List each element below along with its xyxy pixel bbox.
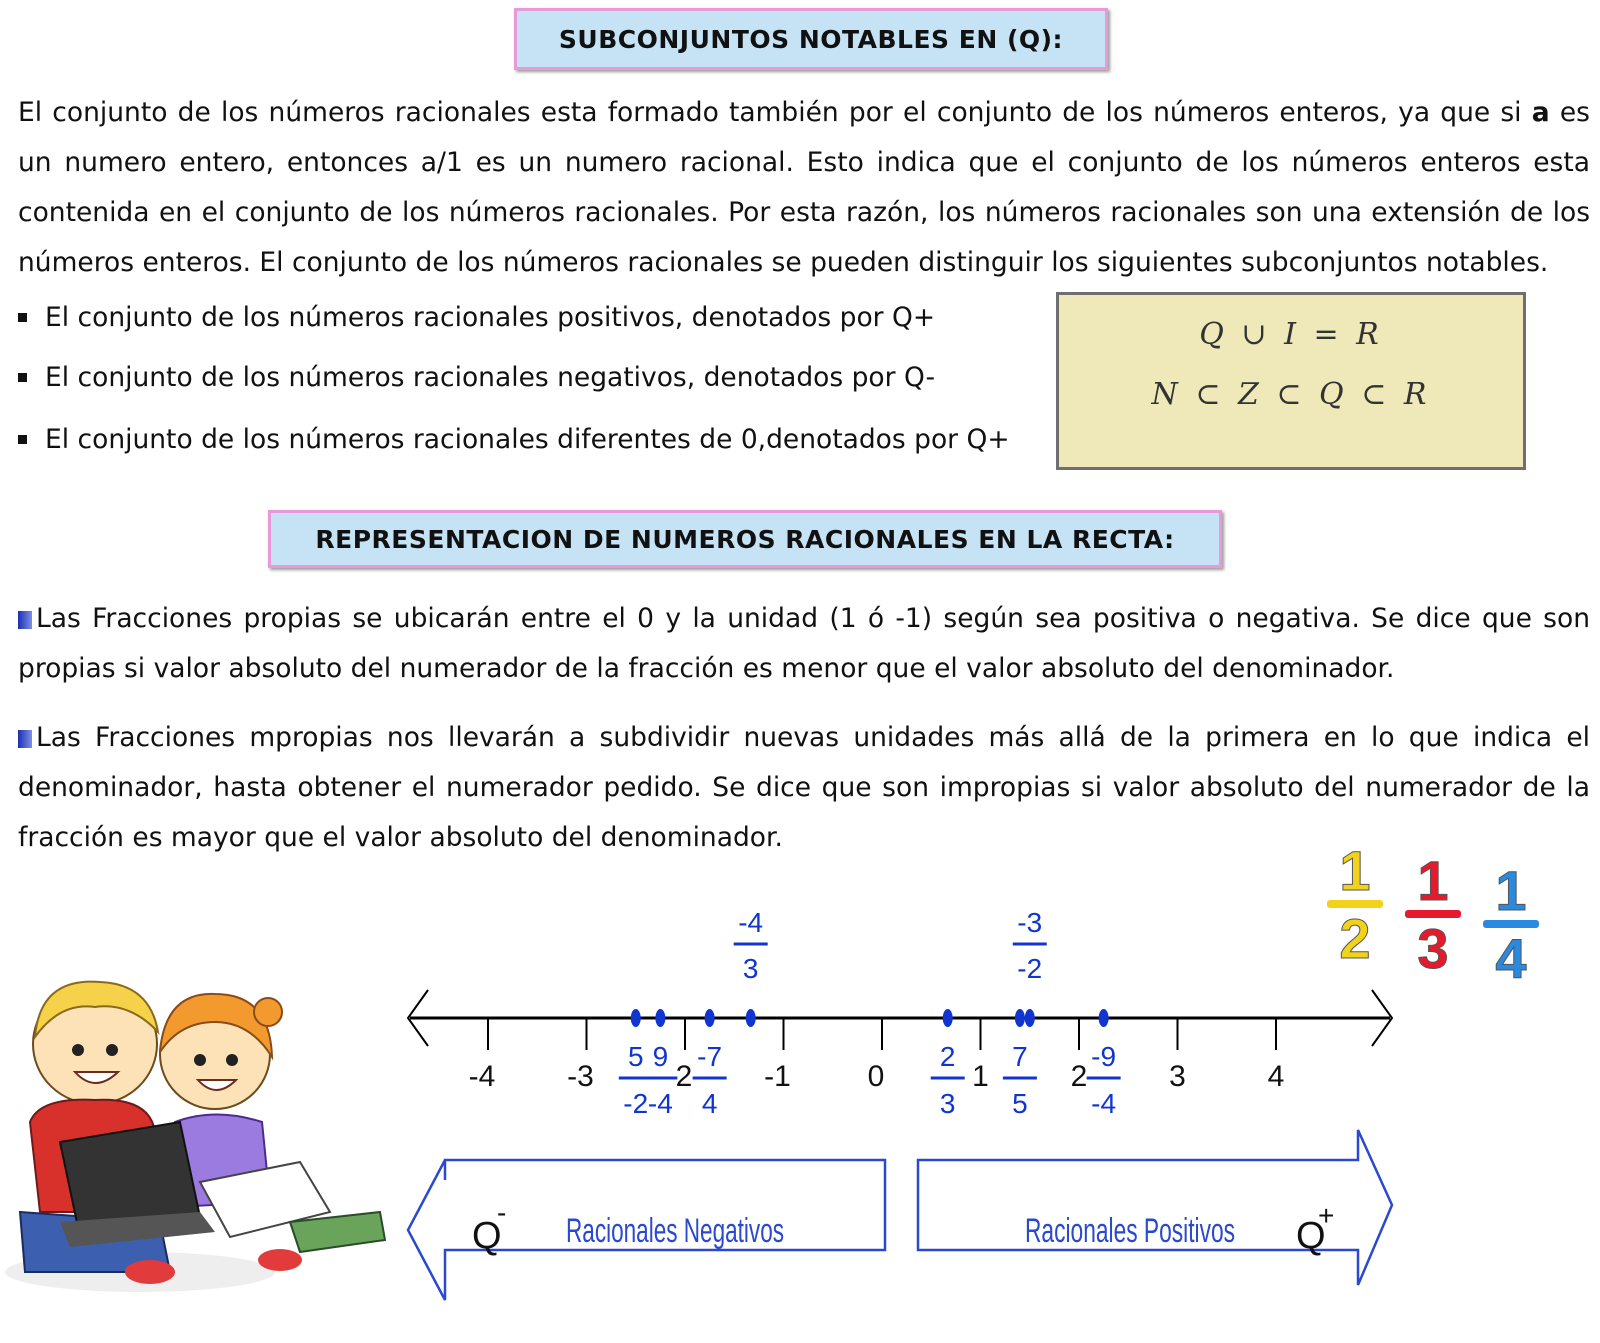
fraction-denominator: -4: [1091, 1088, 1116, 1119]
fraction-numerator: 9: [653, 1041, 669, 1072]
fraction-below: 75: [1002, 1009, 1037, 1119]
decor-numerator: 1: [1495, 859, 1526, 922]
section-title-subconjuntos: SUBCONJUNTOS NOTABLES EN (Q):: [514, 8, 1108, 70]
bullet-negative: El conjunto de los números racionales ne…: [18, 362, 935, 393]
improper-fractions-paragraph: Las Fracciones mpropias nos llevarán a s…: [18, 713, 1590, 863]
fraction-denominator: -4: [648, 1088, 673, 1119]
proper-fractions-paragraph: Las Fracciones propias se ubicarán entre…: [18, 594, 1590, 694]
bullet-positive: El conjunto de los números racionales po…: [18, 302, 935, 333]
intro-paragraph: El conjunto de los números racionales es…: [18, 88, 1590, 288]
decor-denominator: 2: [1339, 907, 1370, 970]
fraction-below: -9 -4: [1086, 1009, 1121, 1119]
fraction-denominator: 5: [1012, 1088, 1028, 1119]
formula-box: Q ∪ I = R N ⊂ Z ⊂ Q ⊂ R: [1056, 292, 1526, 470]
bullet-nonzero: El conjunto de los números racionales di…: [18, 424, 1010, 455]
fraction-numerator: -9: [1091, 1041, 1116, 1072]
tick-label: -3: [567, 1060, 594, 1093]
decor-denominator: 4: [1495, 927, 1526, 990]
fraction-point: [704, 1009, 715, 1027]
q-symbol-positive: Q: [1296, 1215, 1326, 1257]
children-laptop-illustration: [5, 980, 387, 1292]
intro-text-start: El conjunto de los números racionales es…: [18, 97, 1522, 128]
tick-label: 4: [1268, 1060, 1285, 1093]
blue-bullet-icon: [18, 730, 32, 748]
blue-bullet-icon: [18, 611, 32, 629]
fraction-below: 23: [930, 1009, 965, 1119]
fraction-point: [942, 1009, 953, 1027]
fraction-numerator: 2: [940, 1041, 956, 1072]
tick-label: -1: [764, 1060, 791, 1093]
fraction-numerator: 7: [1012, 1041, 1028, 1072]
fraction-point: [1014, 1009, 1025, 1027]
variable-a: a: [1531, 97, 1550, 128]
decor-fraction: 13: [1405, 849, 1461, 981]
negative-region-arrow: [406, 1158, 887, 1301]
decor-fraction: 14: [1483, 859, 1539, 991]
sign-positive: +: [1318, 1200, 1334, 1231]
decor-fraction: 12: [1327, 840, 1383, 971]
fraction-above: -43: [733, 907, 768, 1027]
bullet-square-icon: [18, 313, 27, 322]
fraction-numerator: -7: [697, 1041, 722, 1072]
fraction-point: [1024, 1009, 1035, 1027]
intro-text-end: es un numero entero, entonces a/1 es un …: [18, 97, 1590, 278]
tick-label: 2: [1071, 1060, 1088, 1093]
bullet-text: El conjunto de los números racionales ne…: [45, 362, 936, 393]
fraction-above: -3-2: [1012, 907, 1047, 1027]
decor-numerator: 1: [1417, 849, 1448, 912]
fraction-denominator: 4: [702, 1088, 718, 1119]
improper-fractions-text: Las Fracciones mpropias nos llevarán a s…: [18, 722, 1590, 853]
decor-denominator: 3: [1417, 917, 1448, 980]
proper-fractions-text: Las Fracciones propias se ubicarán entre…: [18, 603, 1590, 684]
axis-left-arrow-icon: [406, 989, 429, 1047]
fraction-numerator: 5: [628, 1041, 644, 1072]
bullet-text: El conjunto de los números racionales po…: [45, 302, 936, 333]
fraction-denominator: -2: [1017, 953, 1042, 984]
fraction-numerator: -3: [1017, 907, 1042, 938]
label-racionales-negativos: Racionales Negativos: [566, 1212, 784, 1250]
decor-numerator: 1: [1339, 840, 1370, 902]
q-symbol-negative: Q: [472, 1215, 502, 1257]
decor-fraction-bar: [1405, 910, 1461, 918]
bullet-square-icon: [18, 373, 27, 382]
bullet-square-icon: [18, 435, 27, 444]
tick-label: 3: [1169, 1060, 1186, 1093]
fraction-numerator: -4: [738, 907, 763, 938]
fraction-denominator: 3: [743, 953, 759, 984]
fraction-point: [745, 1009, 756, 1027]
tick-label: 1: [972, 1060, 989, 1093]
label-racionales-positivos: Racionales Positivos: [1025, 1212, 1235, 1250]
tick-label: -4: [469, 1060, 496, 1093]
fraction-point: [655, 1009, 666, 1027]
bullet-text: El conjunto de los números racionales di…: [45, 424, 1010, 455]
formula-union: Q ∪ I = R: [1199, 317, 1383, 352]
fraction-denominator: 3: [940, 1088, 956, 1119]
fraction-point: [630, 1009, 641, 1027]
tick-label: 0: [868, 1060, 885, 1093]
positive-region-arrow: [916, 1129, 1394, 1286]
sign-negative: -: [497, 1197, 506, 1228]
decor-fraction-bar: [1327, 900, 1383, 908]
fraction-denominator: -2: [623, 1088, 648, 1119]
fraction-below: -7 4: [692, 1009, 727, 1119]
decor-fraction-bar: [1483, 920, 1539, 928]
fraction-below: 9 -4: [643, 1009, 678, 1119]
axis-right-arrow-icon: [1371, 989, 1394, 1047]
fraction-point: [1098, 1009, 1109, 1027]
formula-subsets: N ⊂ Z ⊂ Q ⊂ R: [1151, 377, 1431, 412]
section-title-representacion: REPRESENTACION DE NUMEROS RACIONALES EN …: [268, 510, 1222, 568]
